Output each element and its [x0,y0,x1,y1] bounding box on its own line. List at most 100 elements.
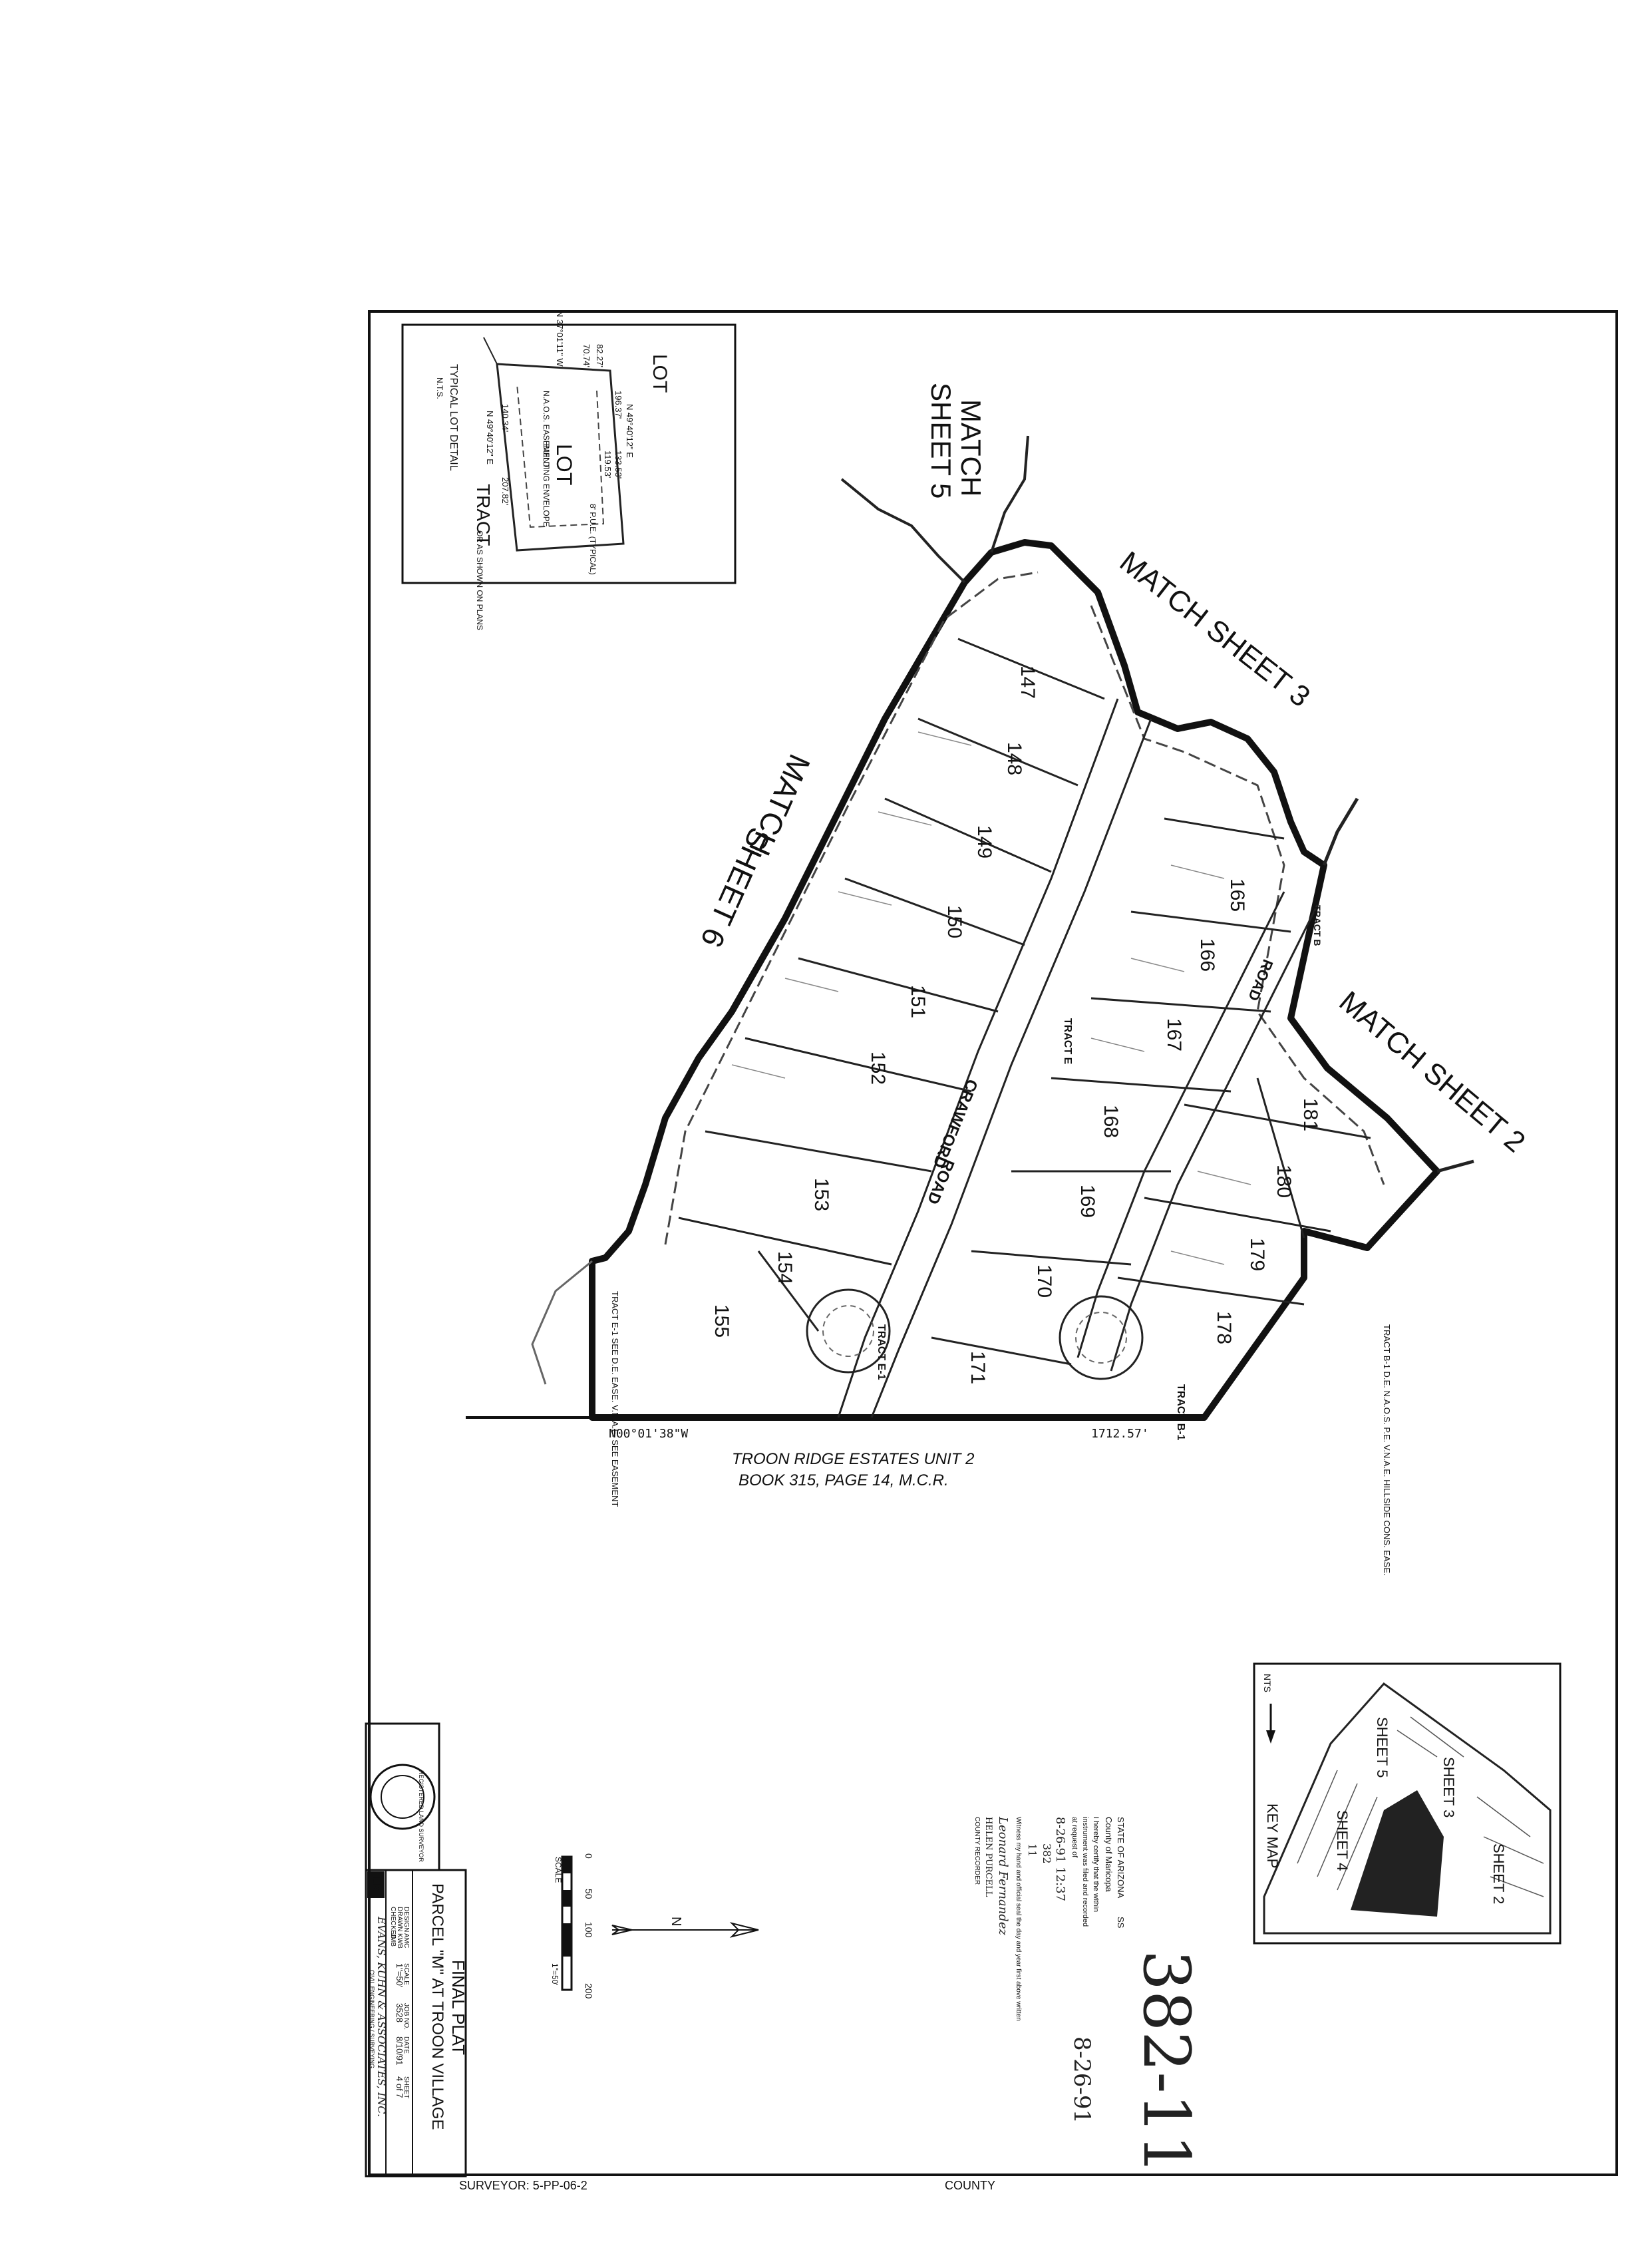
lot-detail-envelope [516,383,605,528]
lot-detail-bearing-left: N 37°01'11" W [555,311,565,367]
match-sheet5-label-line2: SHEET 5 [925,383,957,498]
lot-detail-bearing-bottom: N 49°40'12" E [485,411,495,465]
lot-number-168: 168 [1100,1105,1122,1138]
sheet-border [368,310,1618,2176]
surveyor-seal-text: REGISTERED LAND SURVEYOR [418,1770,424,1862]
key-map-current-sheet [1351,1790,1444,1917]
key-map-outline [1263,1682,1552,1935]
firm-logo-text: EK [370,1877,381,1892]
recording-witness: Witness my hand and official seal the da… [1015,1817,1022,2021]
scale-bar-seg3 [562,1923,572,1957]
lot-detail-frame [401,323,737,584]
cul-de-sac-east [1059,1295,1144,1380]
match-sheet6-label-line2: SHEET 6 [694,823,777,953]
tb-sheet-label: SHEET [403,2076,410,2098]
lot-detail-setback-note: OR AS SHOWN ON PLANS [475,530,484,630]
scale-mark-200: 200 [583,1983,594,1999]
tract-e-label: TRACT E [1062,1018,1073,1065]
footer-left: SURVEYOR: 5-PP-06-2 [459,2179,587,2192]
key-map-north-arrow-head [1266,1730,1275,1744]
recording-recorder: HELEN PURCELL [983,1817,993,1897]
plat-title: FINAL PLAT [448,1960,468,2055]
key-map-north-label: NTS [1262,1674,1273,1692]
cul-de-sac-east-inner [1075,1312,1127,1364]
scale-mark-100: 100 [583,1922,594,1938]
match-line-sheet5-west [840,478,966,584]
lot-number-152: 152 [867,1051,889,1085]
south-line-bearing: N00°01'38"W [609,1427,688,1441]
lot-detail-bearing-top: N 49°40'12" E [625,404,635,458]
lot-detail-tract: TRACT [473,484,494,546]
recording-title: COUNTY RECORDER [973,1817,981,1885]
lot-detail-dim-bottom2: 207.82' [500,477,510,505]
recording-line3: at request of [1071,1817,1078,1858]
lot-number-166: 166 [1196,938,1218,972]
lot-detail-building-note: BUILDING ENVELOPE [542,444,551,527]
handwritten-date: 8-26-91 [1069,2036,1095,2124]
tb-checked-label: CHECKED [389,1907,397,1939]
match-sheet5-label-line1: MATCH [955,399,987,496]
firm-subtitle: CIVIL ENGINEERING / SURVEYING [369,1970,375,2068]
scale-bar-seg2 [562,1890,572,1907]
tb-date-value: 8/10/91 [395,2036,405,2065]
tb-scale-label: SCALE [403,1963,410,1985]
match-line-sheet3 [1322,797,1359,866]
title-block-frame [365,1869,467,2177]
lot-detail-title: TYPICAL LOT DETAIL [448,364,459,471]
tract-e1-label: TRACT E-1 [876,1324,887,1380]
road-edge-west [837,698,1119,1418]
cul-de-sac-west-inner [822,1305,874,1357]
title-block: REGISTERED LAND SURVEYOR EK FINAL PLAT P… [365,1722,468,2177]
lot-number-178: 178 [1213,1311,1235,1344]
match-sheet3-label: MATCH SHEET 3 [1114,545,1316,713]
lot-detail-scale: N.T.S. [435,377,444,399]
key-map-sheet3: SHEET 3 [1440,1757,1457,1817]
scale-bar-seg1 [562,1857,572,1873]
scale-ratio: 1"=50' [550,1963,560,1986]
recording-date: 8-26-91 12:37 [1053,1817,1067,1901]
tb-design-label: DESIGN [403,1907,410,1932]
surveyor-seal-inner [381,1775,424,1819]
south-line-distance: 1712.57' [1091,1427,1149,1441]
lot-number-147: 147 [1017,665,1039,699]
lot-lines-west [678,638,1105,1332]
key-map-sheet2: SHEET 2 [1490,1843,1507,1904]
lot-detail-pue-note: 8' P.U.E. (TYPICAL) [588,504,597,575]
recording-line1: I hereby certify that the within [1092,1817,1100,1912]
plat-boundary [589,539,1440,1421]
firm-logo [367,1871,385,1898]
recording-line2: instrument was filed and recorded [1081,1817,1089,1927]
lot-detail-naos-note: N.A.O.S. EASEMENT [542,391,551,469]
lot-detail-dim-top: 196.37' [613,391,623,419]
plat-drawing: 147 148 149 150 151 152 153 154 155 165 … [466,383,1532,1576]
lot-detail-dim-mid: 119.53' [603,451,613,478]
handwritten-plat-number: 382-11 [1129,1950,1204,2175]
lot-number-169: 169 [1076,1185,1098,1218]
lot-number-154: 154 [774,1251,796,1284]
tract-b1-label: TRACT B-1 [1175,1384,1186,1441]
lot-detail-dim-bottom: 140.34' [500,404,510,432]
street-name-line2: CRAWFORD [929,1077,981,1171]
cul-de-sac-west [806,1288,891,1374]
tb-drawn-value: KWB [396,1933,403,1949]
lot-number-150: 150 [943,905,965,938]
lot-number-167: 167 [1163,1018,1185,1051]
scale-label: SCALE [554,1857,563,1883]
scale-mark-50: 50 [583,1889,594,1899]
key-map: SHEET 5 SHEET 3 SHEET 4 SHEET 2 KEY MAP … [1253,1662,1562,1945]
adjoining-subdivision-line2: BOOK 315, PAGE 14, M.C.R. [739,1471,949,1489]
recording-state: STATE OF ARIZONA [1116,1817,1126,1899]
scale-bar: 0 50 100 200 SCALE 1"=50' N [550,1853,759,1999]
lot-detail-lot-top: LOT [649,354,671,393]
match-line-sheet2 [1436,1159,1474,1173]
recording-county: County of Maricopa [1104,1817,1114,1892]
tb-job-label: JOB NO. [403,2003,410,2030]
lot-number-group: 147 148 149 150 151 152 153 154 155 165 … [711,665,1321,1384]
firm-name: EVANS, KUHN & ASSOCIATES, INC. [375,1916,388,2117]
adjoining-subdivision-line1: TROON RIDGE ESTATES UNIT 2 [732,1450,974,1468]
seal-frame [365,1722,440,1871]
tract-b-label: TRACT B [1312,905,1323,946]
key-map-frame [1253,1662,1562,1945]
lot-number-153: 153 [810,1178,832,1211]
lot-number-165: 165 [1226,878,1248,912]
